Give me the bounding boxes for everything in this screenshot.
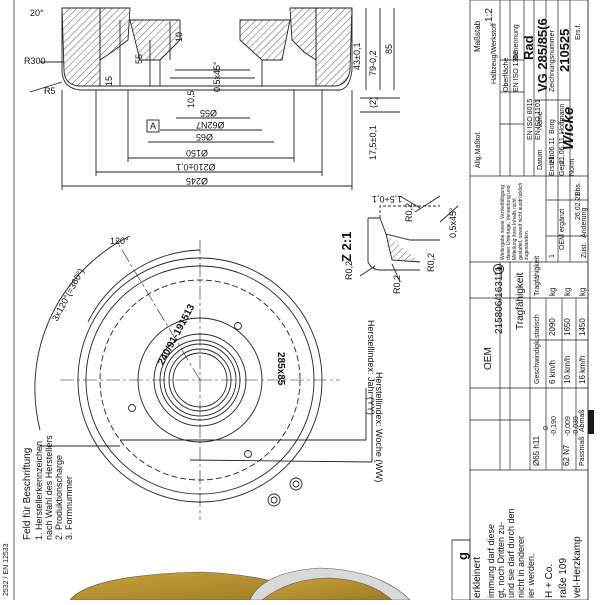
diameter-150-label: Ø150 [186, 148, 209, 158]
bottom-fragment-10: vel-Herzkamp [572, 536, 583, 598]
col-passmass: Passmaß [579, 436, 586, 466]
oem-label: OEM [483, 347, 494, 370]
created-name: Borg [549, 119, 556, 134]
oem-value: 215806/163111 [494, 265, 505, 334]
col-load: Tragfähigkeit [534, 255, 541, 296]
diameter-210-label: Ø210±0,1 [176, 162, 216, 172]
bottom-fragment-8: H + Co. [544, 563, 555, 598]
notes-line-1b: nach Wahl des Herstellers [44, 435, 54, 540]
change-label: Änderung [581, 207, 588, 238]
notes-line-2: 2. Produktionscharge [54, 454, 64, 540]
margin-marker [588, 410, 594, 434]
radius-5-label: R5 [44, 86, 56, 96]
row-2-load: 1650 [563, 318, 572, 336]
drawing-no-value: 210525 [557, 28, 572, 72]
designation-value: Rad [521, 35, 536, 60]
dim-2-label: (2) [368, 97, 378, 108]
dim-10-5-label: 10,5 [186, 90, 196, 108]
row-2-speed: 10 km/h [563, 355, 572, 384]
notes-line-3: 3. Formnummer [64, 475, 74, 540]
name-header: Name [537, 111, 544, 130]
dim-79-label: 79-0,2 [368, 50, 378, 76]
created-date: 21.06.11 [549, 137, 556, 164]
dim-17-5-label: 17,5±0,1 [368, 125, 378, 160]
revision-text: OEM ergänzt [559, 208, 566, 250]
scale-label: Maßstab [473, 20, 482, 52]
bottom-fragment-5: und sie darf durch den [506, 508, 516, 598]
row-1-speed: 6 km/h [548, 359, 557, 384]
bottom-fragment-3: immung darf diese [486, 523, 496, 598]
size-mark-text: 285x85 [275, 352, 286, 386]
replaces-label: Ers.f. [575, 23, 582, 40]
datum-a-label: A [150, 121, 157, 131]
fit-1-lower: -0,190 [551, 416, 558, 436]
designation-label: Benennung [513, 24, 520, 60]
wheel-face-view [34, 235, 373, 520]
left-margin-standard: 2532 / EN 12533 [3, 543, 10, 596]
dim-85-label: 85 [384, 43, 394, 54]
state-label: Zust. [581, 242, 588, 258]
norm-label: Norm [569, 158, 576, 176]
bottom-fragment-7: ier werden. [526, 553, 536, 598]
notes-heading: Feld für Beschriftung [22, 447, 33, 540]
drawing-no-label: Zeichnungsnummer [549, 30, 556, 92]
row-3-load: 1450 [578, 318, 587, 336]
diameter-55-label: Ø55 [200, 108, 218, 118]
row-3-speed: 16 km/h [578, 355, 587, 384]
detail-z-r02-4: R0,2 [426, 252, 436, 272]
diameter-62-label: Ø62N7 [196, 120, 225, 130]
wheel-thumbnails [69, 567, 411, 601]
diameter-245-label: Ø245 [186, 176, 209, 186]
diameter-65-label: Ø65 [196, 132, 214, 142]
dim-10-label: 10 [174, 31, 184, 42]
dim-15-label: 15 [104, 75, 114, 86]
notes-line-1: 1. Herstellerkennzeichen [34, 440, 44, 540]
bottom-fragment-1: g [455, 552, 470, 560]
detail-z-chamfer: 0,5x45° [448, 207, 458, 238]
week-index-label: Herstellindex: Woche (WW) [374, 372, 384, 483]
revision-number: 1 [549, 254, 556, 258]
fit-2: 62 N7 [562, 444, 571, 466]
detail-z-r02-2: R0,2 [344, 260, 354, 280]
company-logo: Wicke [560, 106, 577, 150]
cross-section-view [29, 7, 400, 190]
bottom-fragment-9: raße 109 [558, 557, 569, 598]
col-abmass: Abmaß [579, 409, 586, 432]
row-1-unit: kg [548, 287, 557, 296]
date-header: Datum [537, 149, 544, 170]
surface-label: Oberfläche [503, 57, 510, 92]
angle-120-label: 120° [110, 236, 129, 246]
col-speed: Geschwindigk. [534, 338, 541, 384]
row-2-unit: kg [563, 287, 572, 296]
bottom-fragment-2: erkleinert [472, 556, 483, 598]
bottom-fragment-6: nicht in anderer [516, 535, 526, 598]
row-1-load: 2090 [548, 318, 557, 336]
bottom-fragment-4: gt, noch Dritten zu- [496, 521, 506, 598]
chamfer-label: 0,5x45° [212, 61, 222, 92]
angle-20-label: 20° [30, 8, 44, 18]
detail-z-view [359, 195, 459, 283]
detail-z-dim-1-5: 1,5+0,1 [372, 194, 403, 204]
material-label: Halbzeug/Werkstoff [491, 23, 498, 84]
radius-300-label: R300 [24, 56, 46, 66]
general-tol-label: Allg.Maßtol. [475, 131, 482, 168]
dim-43-label: 43±0,1 [352, 42, 362, 70]
detail-z-r02-1: R0,2 [404, 202, 414, 222]
copyright-note: Weitergabe sowie Vervielfältigung dieser… [500, 182, 530, 260]
col-static: statisch [534, 314, 541, 338]
fit-1: Ø65 h11 [532, 435, 541, 466]
revision-name: Bbs. [575, 181, 582, 196]
oem-variant: a [493, 263, 504, 274]
detail-z-r02-3: R0,2 [392, 274, 402, 294]
dim-55-label: 55 [134, 53, 144, 64]
scale-value: 1:2 [484, 8, 495, 22]
capacity-header: Tragfähigkeit [515, 272, 526, 330]
detail-z-title: Z 2:1 [339, 231, 354, 262]
row-3-unit: kg [578, 287, 587, 296]
